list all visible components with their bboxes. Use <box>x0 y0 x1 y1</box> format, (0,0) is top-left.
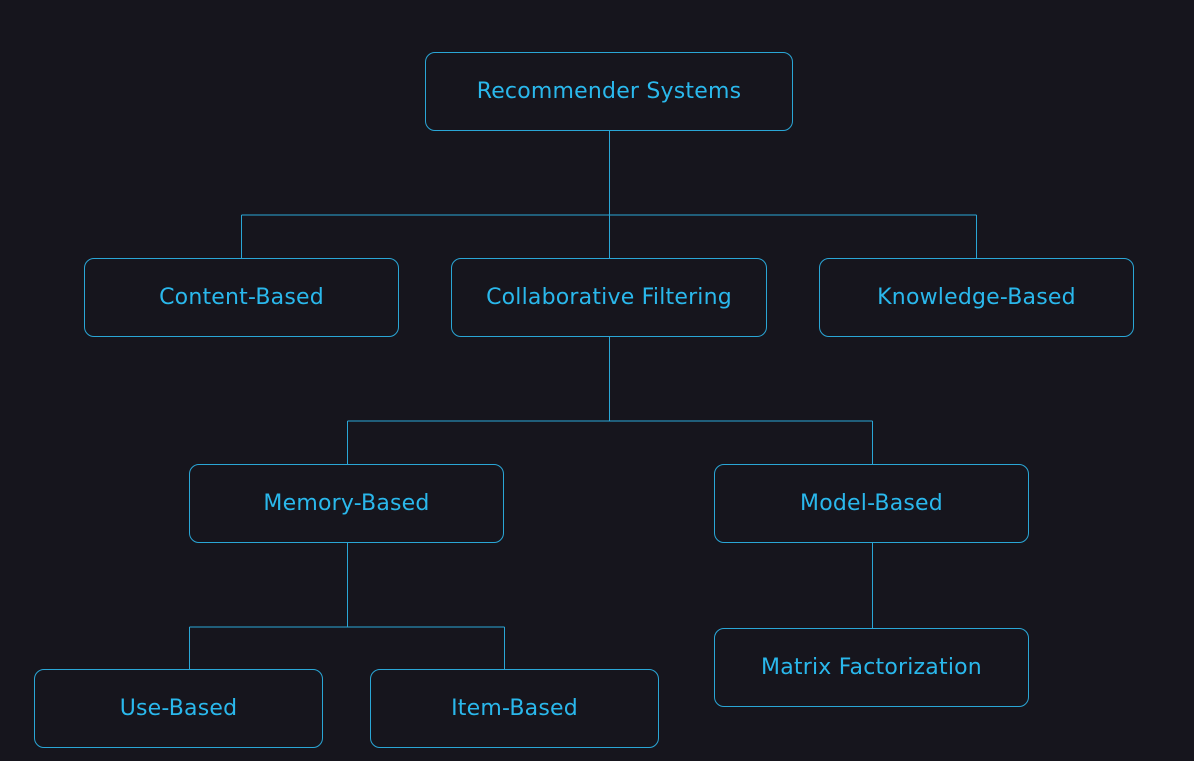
node-knowledge-based[interactable]: Knowledge-Based <box>819 258 1134 337</box>
node-memory-based[interactable]: Memory-Based <box>189 464 504 543</box>
node-label: Model-Based <box>800 491 943 516</box>
node-label: Knowledge-Based <box>877 285 1076 310</box>
node-label: Matrix Factorization <box>761 655 982 680</box>
node-label: Collaborative Filtering <box>486 285 732 310</box>
node-item-based[interactable]: Item-Based <box>370 669 659 748</box>
node-collaborative-filtering[interactable]: Collaborative Filtering <box>451 258 767 337</box>
node-use-based[interactable]: Use-Based <box>34 669 323 748</box>
node-label: Use-Based <box>119 696 238 721</box>
node-recommender-systems[interactable]: Recommender Systems <box>425 52 793 131</box>
node-label: Content-Based <box>159 285 324 310</box>
node-model-based[interactable]: Model-Based <box>714 464 1029 543</box>
node-matrix-factorization[interactable]: Matrix Factorization <box>714 628 1029 707</box>
node-label: Memory-Based <box>263 491 430 516</box>
node-content-based[interactable]: Content-Based <box>84 258 399 337</box>
node-label: Item-Based <box>451 696 578 721</box>
node-label: Recommender Systems <box>476 79 742 104</box>
